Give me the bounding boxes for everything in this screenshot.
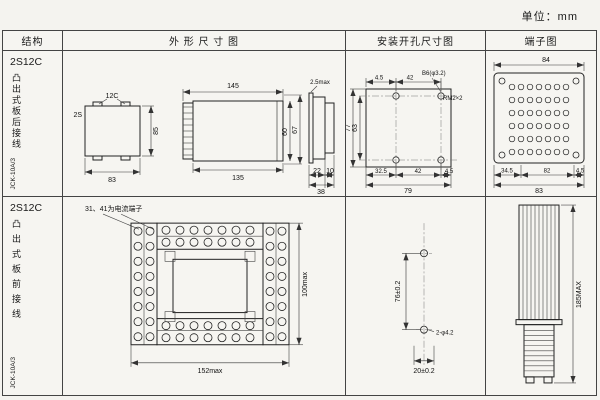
- extension-lines: [350, 77, 452, 188]
- dim-4-5-top: 4.5: [375, 76, 384, 82]
- outline-drawing-row1: 12C 2S 83 85 145 135 60 67 2.5max 22 10 …: [63, 51, 346, 197]
- top-view-leaders: [98, 98, 126, 105]
- dimension-lines: [403, 253, 434, 364]
- extension-lines: [402, 252, 435, 365]
- dim-85: 85: [153, 127, 160, 135]
- dim-82: 82: [544, 169, 551, 175]
- mounting-drawing-row1: 4.5 42 B6(φ3.2) RM2×2 77 63 32.5 42 4.5 …: [346, 51, 486, 197]
- structure-cell-row1: 2S12C 凸出式板后接线 JCK-10A/3: [3, 51, 63, 197]
- strip-dividers: [143, 223, 277, 345]
- dim-76: 76±0.2: [395, 281, 402, 303]
- header-mounting: 安装开孔尺寸图: [346, 31, 486, 51]
- dim-83: 83: [108, 177, 116, 184]
- dim-34-5: 34.5: [501, 169, 513, 175]
- mounting-feet: [525, 376, 553, 384]
- centerlines: [359, 81, 458, 171]
- terminal-grid: [508, 83, 570, 156]
- model-label-row1: 2S12C: [10, 56, 43, 68]
- terminal-drawing-row1-svg: 84 34.5 82 4.5 83: [493, 57, 585, 195]
- dimension-table: 结构 外 形 尺 寸 图 安装开孔尺寸图 端子图 2S12C 凸出式板后接线 J…: [2, 30, 597, 396]
- outline-drawing-row2-svg: 31、41为电流端子 100max 152max: [85, 204, 309, 375]
- mounting-holes: [392, 92, 445, 164]
- dimension-lines: [350, 79, 451, 188]
- header-structure: 结构: [3, 31, 63, 51]
- dim-84: 84: [542, 57, 550, 64]
- outline-drawing-row2: 31、41为电流端子 100max 152max: [63, 197, 346, 395]
- dim-10: 10: [326, 168, 334, 175]
- terminal-strips: [130, 222, 290, 346]
- dimension-lines: [494, 62, 584, 188]
- header-outline: 外 形 尺 寸 图: [63, 31, 346, 51]
- connector-pins: [183, 106, 193, 156]
- relay-side-view: [308, 92, 335, 164]
- note-leaders: [102, 213, 154, 230]
- mounting-drawing-row1-svg: 4.5 42 B6(φ3.2) RM2×2 77 63 32.5 42 4.5 …: [346, 71, 463, 195]
- dim-60: 60: [282, 128, 289, 136]
- left-terminal-circles: [133, 226, 155, 342]
- dim-135: 135: [232, 175, 244, 182]
- dimension-lines: [131, 223, 302, 366]
- hole-spec-label: B6(φ3.2): [422, 71, 446, 77]
- dim-32-5: 32.5: [375, 169, 387, 175]
- mount-type-label-row2: 凸出式板前接线: [11, 219, 21, 324]
- dim-12c: 12C: [106, 93, 119, 100]
- dim-79: 79: [404, 188, 412, 195]
- dim-20: 20±0.2: [413, 368, 434, 375]
- dim-152max: 152max: [198, 368, 223, 375]
- terminal-drawing-row1: 84 34.5 82 4.5 83: [486, 51, 596, 197]
- unit-label: 单位：mm: [521, 11, 578, 23]
- header-terminal: 端子图: [486, 31, 596, 51]
- cutout-outline: [365, 88, 452, 168]
- extension-lines: [84, 89, 335, 188]
- outline-drawing-row1-svg: 12C 2S 83 85 145 135 60 67 2.5max 22 10 …: [73, 80, 335, 196]
- current-terminal-note: 31、41为电流端子: [85, 204, 142, 213]
- stack-lines: [524, 330, 554, 372]
- dim-67: 67: [292, 126, 299, 134]
- relay-front-view: [182, 100, 284, 162]
- relay-body-outline: [172, 258, 248, 314]
- dim-83-total: 83: [535, 188, 543, 195]
- dim-77: 77: [346, 124, 352, 132]
- dim-100max: 100max: [302, 271, 309, 296]
- dim-4-5-right: 4.5: [445, 169, 454, 175]
- corner-bosses: [164, 250, 256, 322]
- relay-top-view: [84, 101, 141, 161]
- dim-38: 38: [317, 189, 325, 196]
- dim-22: 22: [313, 168, 321, 175]
- dim-63: 63: [352, 124, 359, 132]
- dim-2s: 2S: [73, 112, 82, 119]
- top-terminal-circles: [161, 225, 255, 247]
- model-label-row2: 2S12C: [10, 202, 43, 214]
- structure-cell-row2: 2S12C 凸出式板前接线 JCK-10A/3: [3, 197, 63, 395]
- panel-thickness-leader: [310, 85, 318, 93]
- dim-42-top: 42: [407, 76, 414, 82]
- screw-spec-label: RM2×2: [443, 96, 463, 102]
- terminal-plate: [493, 72, 585, 164]
- dimension-lines: [85, 89, 334, 188]
- drill-holes: [420, 249, 428, 334]
- mounting-drawing-row2: 76±0.2 2-φ4.2 20±0.2: [346, 197, 486, 395]
- terminal-drawing-row2-svg: 185MAX: [515, 204, 583, 384]
- dim-145: 145: [227, 83, 239, 90]
- flange: [515, 319, 563, 326]
- plate-corner-holes: [498, 77, 580, 159]
- right-terminal-circles: [265, 226, 287, 342]
- dim-42-bottom: 42: [415, 169, 422, 175]
- mount-type-label-row1: 凸出式板后接线: [11, 73, 21, 150]
- bottom-terminal-circles: [161, 321, 255, 343]
- dim-2-5max: 2.5max: [310, 80, 330, 86]
- part-number-row2: JCK-10A/3: [10, 356, 17, 388]
- body-ribs: [522, 205, 556, 320]
- part-number-row1: JCK-10A/3: [10, 157, 17, 189]
- dim-185max: 185MAX: [576, 281, 583, 308]
- mounting-drawing-row2-svg: 76±0.2 2-φ4.2 20±0.2: [395, 223, 454, 375]
- hole-spec-label: 2-φ4.2: [436, 331, 454, 337]
- dim-4-5: 4.5: [576, 169, 585, 175]
- terminal-drawing-row2: 185MAX: [486, 197, 596, 395]
